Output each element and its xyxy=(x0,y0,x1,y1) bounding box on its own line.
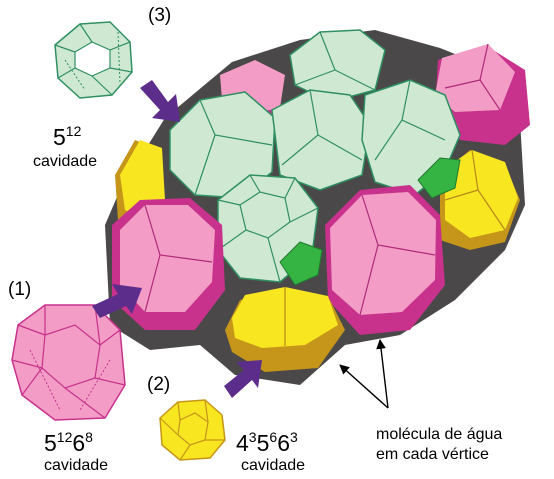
vertex-annotation: molécula de água em cada vértice xyxy=(376,425,502,465)
annotation-line-1: molécula de água xyxy=(376,425,502,445)
annotation-line-2: em cada vértice xyxy=(376,445,502,465)
cavity-2-formula: 435663 xyxy=(236,430,298,455)
arrow-3 xyxy=(140,80,180,122)
cavity-3-formula: 512 xyxy=(53,124,81,149)
cavity-1-tag: (1) xyxy=(8,280,31,299)
cavity-3-tag: (3) xyxy=(148,6,171,25)
cage-5-12-6-8-icon xyxy=(12,305,125,420)
cage-4-3-5-6-6-3-icon xyxy=(160,400,225,460)
cavity-1-formula: 51268 xyxy=(44,430,93,455)
cavity-2-label: cavidade xyxy=(241,458,305,474)
pointer-line-1 xyxy=(340,365,388,408)
cavity-1-label: cavidade xyxy=(44,458,108,474)
cavity-2-tag: (2) xyxy=(147,375,170,394)
cage-5-12-icon xyxy=(55,22,132,98)
pink-cage-left xyxy=(112,198,225,330)
cavity-3-label: cavidade xyxy=(33,154,97,170)
green-cage-upper-center xyxy=(272,90,370,190)
pointer-line-2 xyxy=(380,340,388,408)
